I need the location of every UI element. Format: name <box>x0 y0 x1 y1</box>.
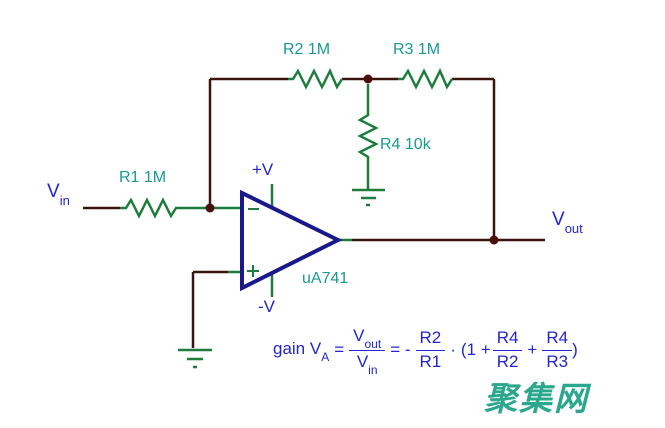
formula-prefix: gain VA <box>273 338 330 365</box>
opamp-label: uA741 <box>302 270 349 287</box>
formula-plus: + <box>527 340 538 359</box>
formula-frac1-den: Vin <box>356 351 378 377</box>
formula-frac-r4-r2: R4 R2 <box>492 328 523 372</box>
opamp-triangle <box>240 189 343 292</box>
minus-v-label: -V <box>258 297 275 316</box>
ground-symbol-input <box>178 348 212 369</box>
watermark-text: 聚集网 <box>484 380 589 417</box>
formula-frac3-den: R2 <box>496 351 519 371</box>
ground-symbol-r4 <box>352 188 385 207</box>
r3-label: R3 1M <box>393 41 441 58</box>
gain-formula: gain VA = Vout Vin = - R2 R1 · (1 + R4 R… <box>273 318 578 382</box>
formula-frac1-num: Vout <box>349 326 386 351</box>
formula-frac4-den: R3 <box>546 351 569 371</box>
vout-label-sub: out <box>564 220 583 236</box>
vout-label: Vout <box>552 209 583 235</box>
resistor-r3 <box>398 68 454 90</box>
formula-frac-r4-r3: R4 R3 <box>542 328 573 372</box>
formula-equals-minus: = - <box>390 340 411 359</box>
resistor-r4 <box>357 110 379 162</box>
formula-frac3-num: R4 <box>492 328 523 351</box>
junction-dot <box>489 235 499 245</box>
vin-label-base: V <box>47 181 60 202</box>
vout-label-base: V <box>552 209 565 230</box>
wires <box>83 77 545 348</box>
plus-v-label: +V <box>252 160 274 179</box>
resistor-r1 <box>120 197 182 219</box>
formula-open-paren: (1 + <box>460 340 491 359</box>
vin-label-sub: in <box>59 192 70 208</box>
junction-dots <box>205 74 499 245</box>
formula-close-paren: ) <box>572 340 578 359</box>
resistor-r2 <box>288 68 344 90</box>
opamp-plus-mark <box>247 265 259 277</box>
r4-label: R4 10k <box>380 136 431 153</box>
vin-label: Vin <box>47 181 70 207</box>
formula-multiply-dot: · <box>450 340 456 359</box>
formula-frac-vout-vin: Vout Vin <box>349 326 386 377</box>
junction-dot <box>205 203 215 213</box>
formula-frac2-num: R2 <box>415 328 446 351</box>
r2-label: R2 1M <box>283 41 331 58</box>
formula-equals-1: = <box>334 340 345 359</box>
formula-frac-r2-r1: R2 R1 <box>415 328 446 372</box>
r1-label: R1 1M <box>119 169 167 186</box>
junction-dot <box>363 74 373 84</box>
formula-frac4-num: R4 <box>542 328 573 351</box>
formula-frac2-den: R1 <box>419 351 442 371</box>
